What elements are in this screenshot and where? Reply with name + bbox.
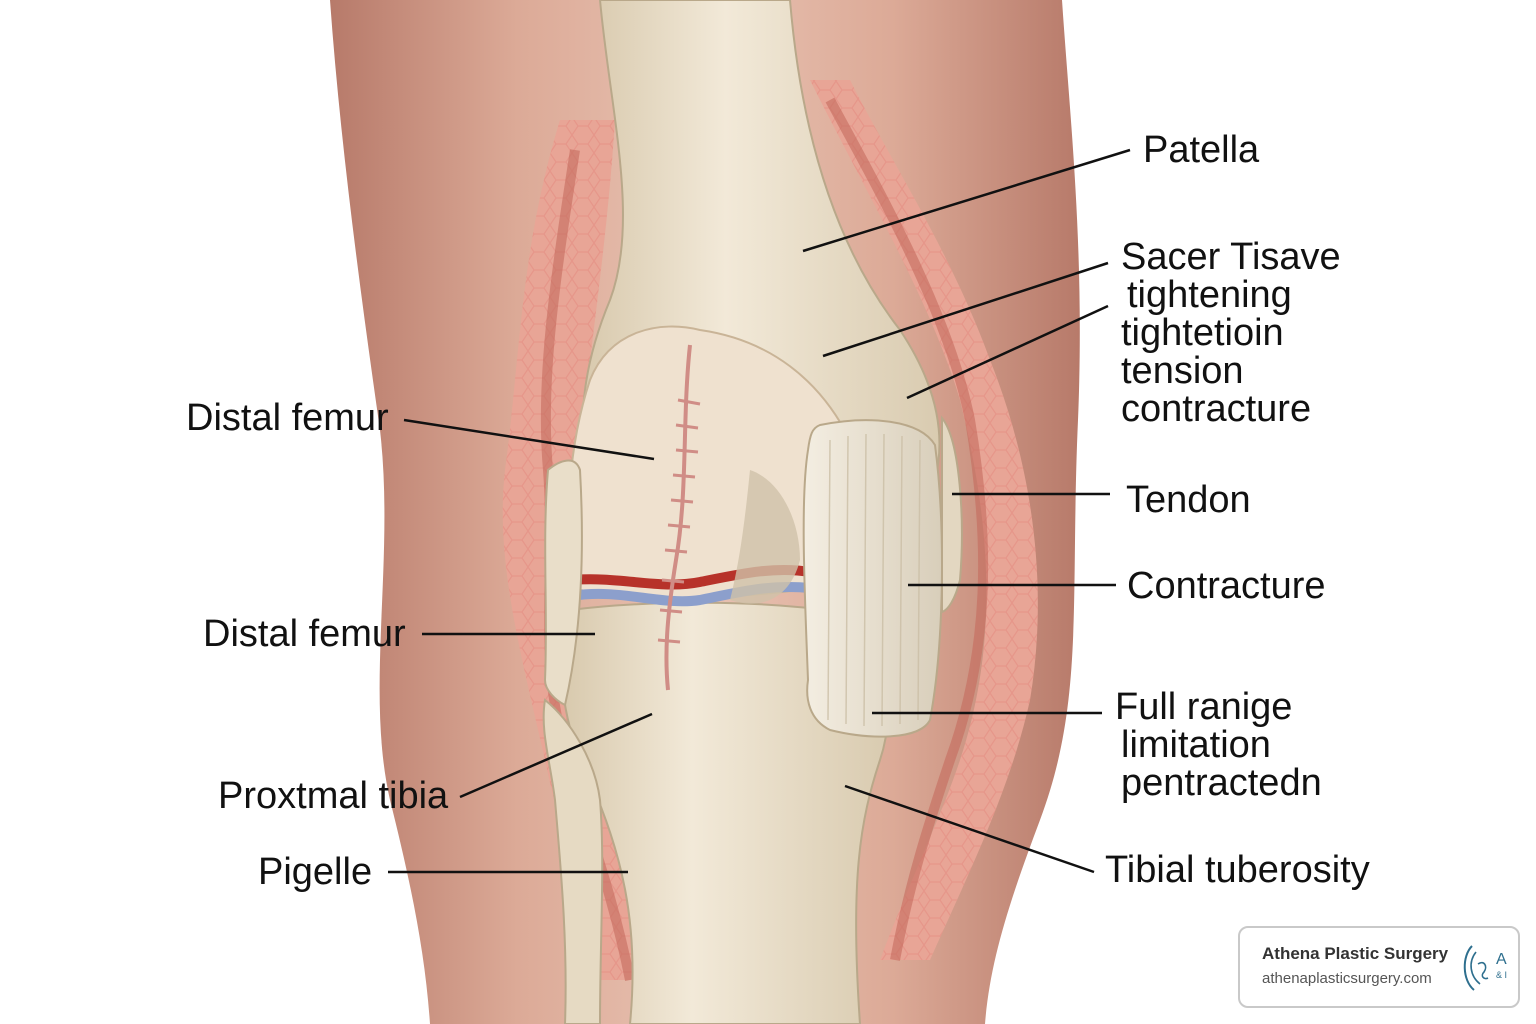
leader-patella — [802, 148, 1131, 253]
tissue-cells-left — [502, 120, 660, 980]
label-pigelle: Pigelle — [258, 851, 373, 893]
label-sacer-tisave-line3: tightetioin — [1121, 312, 1284, 354]
leader-tibial-tuberosity — [844, 784, 1095, 874]
leader-lines — [388, 148, 1131, 874]
label-sacer-tisave-line4: tension — [1121, 350, 1244, 392]
label-distal-femur-upper: Distal femur — [186, 397, 389, 439]
leader-tightening — [906, 304, 1109, 400]
joint-notch — [730, 470, 800, 604]
badge-url[interactable]: athenaplasticsurgery.com — [1262, 970, 1432, 987]
label-full-range-line3: pentractedn — [1121, 762, 1322, 804]
label-sacer-tisave-line5: contracture — [1121, 388, 1312, 430]
leader-proximal-tibia — [459, 712, 653, 799]
label-proximal-tibia: Proxtmal tibia — [218, 775, 449, 817]
label-full-range-line1: Full ranige — [1115, 686, 1293, 728]
tissue-cells-right — [810, 80, 1038, 960]
fibula — [542, 698, 604, 1024]
label-full-range: Full ranige limitation pentractedn — [1115, 688, 1322, 802]
brand-badge[interactable]: Athena Plastic Surgery athenaplasticsurg… — [1238, 926, 1520, 1008]
leader-distal-femur-upper — [403, 418, 655, 461]
label-full-range-line2: limitation — [1121, 724, 1271, 766]
label-patella: Patella — [1143, 129, 1260, 171]
label-tendon: Tendon — [1126, 479, 1251, 521]
label-contracture: Contracture — [1127, 565, 1326, 607]
label-distal-femur-lower: Distal femur — [203, 613, 406, 655]
badge-logo-letter: A — [1496, 951, 1507, 968]
label-sacer-tisave-line1: Sacer Tisave — [1121, 236, 1341, 278]
patella-striations — [827, 433, 921, 727]
badge-name: Athena Plastic Surgery — [1262, 944, 1449, 963]
left-meniscus — [543, 459, 583, 707]
right-meniscus — [941, 415, 963, 614]
suture-stitches — [657, 398, 701, 644]
leader-sacer-tisave — [822, 261, 1109, 358]
label-tibial-tuberosity: Tibial tuberosity — [1105, 849, 1370, 891]
patella-pad — [802, 419, 943, 738]
badge-logo-subtext: & I — [1496, 970, 1507, 980]
fascia-right — [825, 97, 989, 961]
athena-logo-icon: A & I — [1463, 945, 1507, 991]
suture-line — [664, 344, 692, 691]
label-sacer-tisave-line2: tightening — [1127, 274, 1292, 316]
label-sacer-tisave: Sacer Tisave tightening tightetioin tens… — [1121, 238, 1341, 428]
